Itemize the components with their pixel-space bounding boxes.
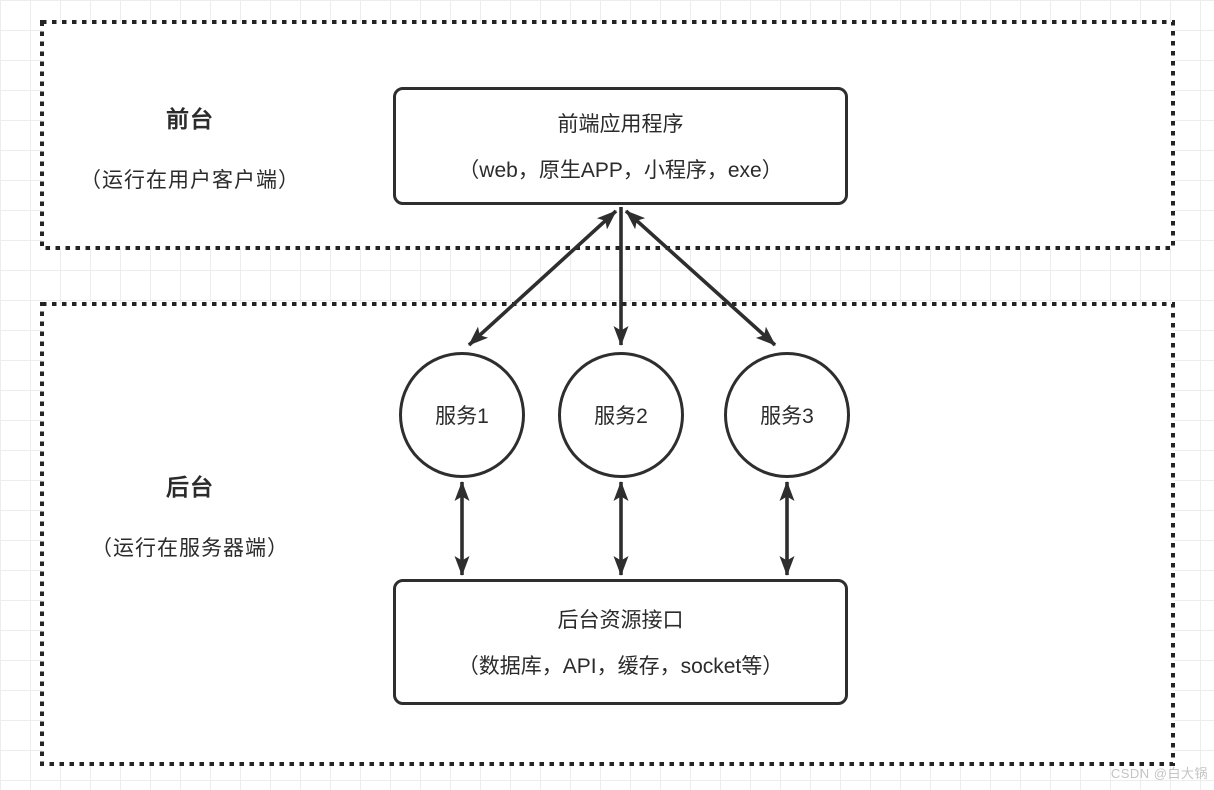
backend-zone-label: 后台 （运行在服务器端） [35, 468, 345, 562]
backend-resources-subtitle: （数据库，API，缓存，socket等） [457, 655, 784, 678]
service-node-3: 服务3 [724, 352, 850, 478]
backend-zone-subtitle: （运行在服务器端） [91, 537, 289, 560]
frontend-zone-label: 前台 （运行在用户客户端） [35, 100, 345, 194]
frontend-zone-subtitle: （运行在用户客户端） [80, 169, 300, 192]
service-node-2: 服务2 [558, 352, 684, 478]
backend-resources-title: 后台资源接口 [557, 609, 684, 632]
service-node-1: 服务1 [399, 352, 525, 478]
backend-resources-node: 后台资源接口 （数据库，API，缓存，socket等） [393, 579, 848, 705]
service-1-label: 服务1 [435, 405, 489, 428]
frontend-app-title: 前端应用程序 [557, 113, 684, 136]
frontend-app-subtitle: （web，原生APP，小程序，exe） [458, 159, 783, 182]
frontend-app-node: 前端应用程序 （web，原生APP，小程序，exe） [393, 87, 848, 205]
watermark: CSDN @白大锅 [1110, 766, 1208, 781]
backend-zone-title: 后台 [166, 474, 214, 500]
frontend-zone-title: 前台 [166, 106, 214, 132]
service-2-label: 服务2 [594, 405, 648, 428]
service-3-label: 服务3 [760, 405, 814, 428]
